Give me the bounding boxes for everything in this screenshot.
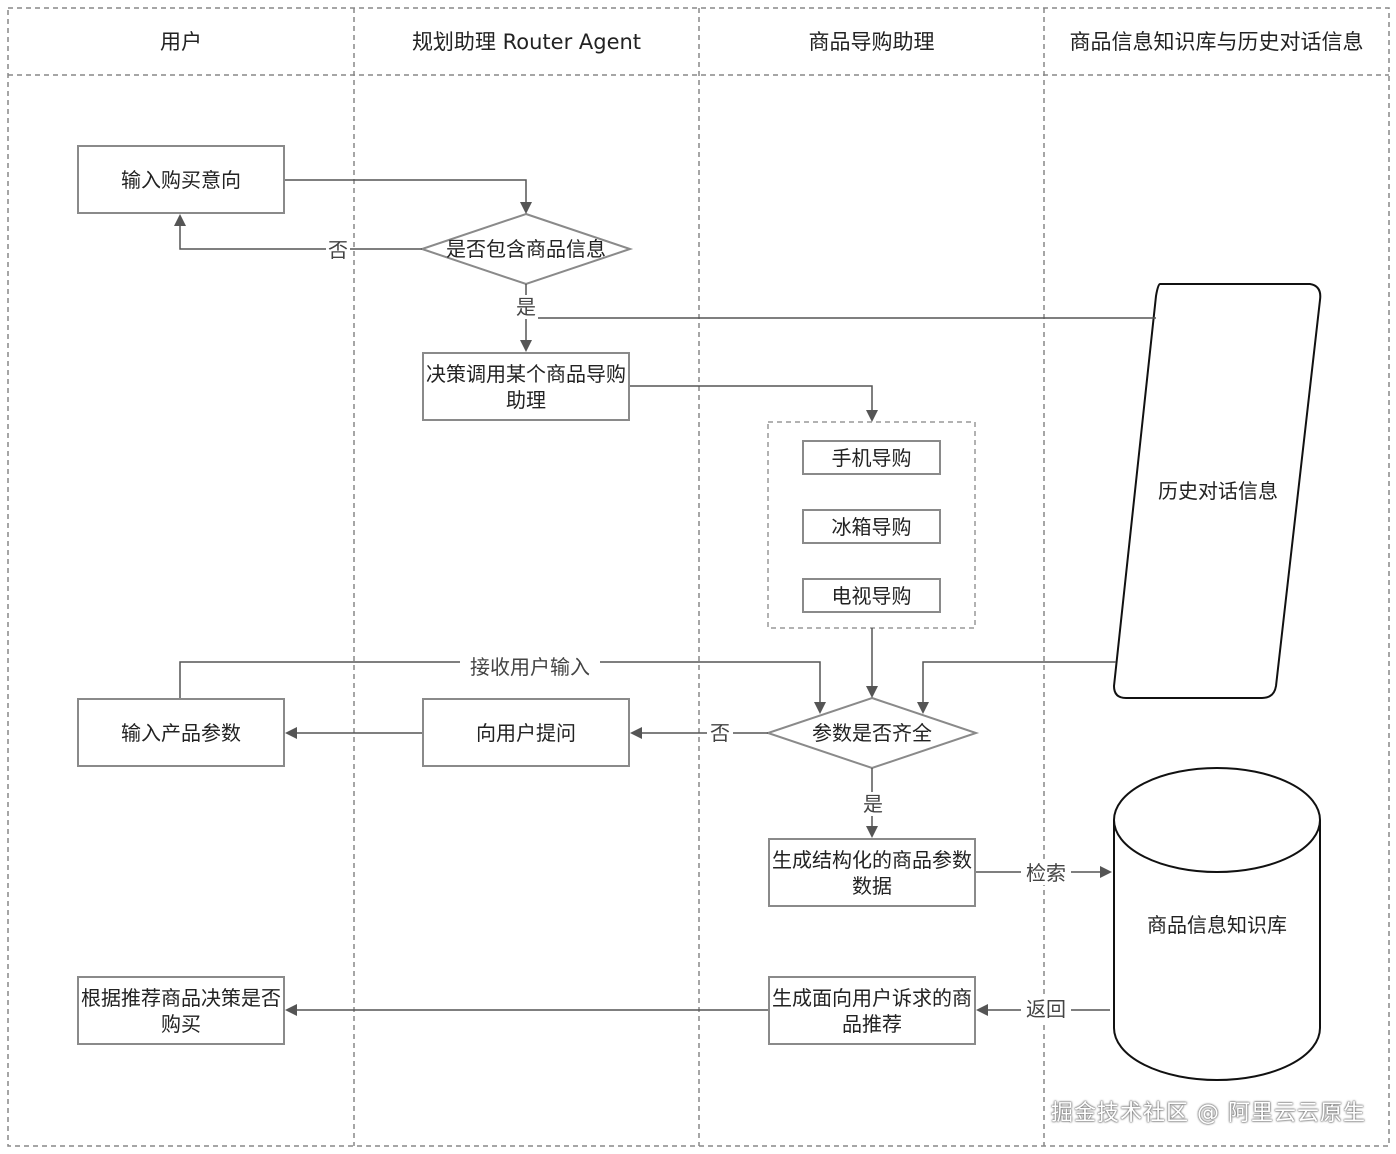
node-ask-user: 向用户提问	[422, 698, 630, 767]
node-generate-structured-params: 生成结构化的商品参数数据	[768, 838, 976, 907]
label-history-info: 历史对话信息	[1158, 479, 1278, 503]
history-info-shape	[1112, 283, 1322, 699]
edge-label-no-2: 否	[707, 721, 733, 745]
edges	[174, 179, 1156, 1016]
label-params-complete: 参数是否齐全	[812, 721, 932, 745]
edge-label-retrieve: 检索	[1021, 861, 1071, 885]
node-decide-assistant: 决策调用某个商品导购助理	[422, 352, 630, 421]
edge-label-no-1: 否	[326, 238, 350, 262]
knowledge-base-shape	[1113, 767, 1321, 1081]
node-input-intent: 输入购买意向	[77, 145, 285, 214]
node-input-params: 输入产品参数	[77, 698, 285, 767]
label-knowledge-base: 商品信息知识库	[1147, 913, 1287, 937]
watermark: 掘金技术社区 @ 阿里云云原生	[1051, 1101, 1366, 1126]
node-tv-guide: 电视导购	[802, 578, 941, 613]
lane-title-router-agent: 规划助理 Router Agent	[411, 30, 642, 54]
node-generate-recommendation: 生成面向用户诉求的商品推荐	[768, 976, 976, 1045]
lane-title-user: 用户	[160, 30, 202, 54]
node-fridge-guide: 冰箱导购	[802, 509, 941, 544]
edge-label-receive-input: 接收用户输入	[460, 655, 600, 679]
lane-title-knowledge-history: 商品信息知识库与历史对话信息	[1069, 30, 1364, 54]
edge-label-yes-2: 是	[861, 792, 885, 816]
edge-label-return: 返回	[1021, 997, 1071, 1021]
swimlane-frame	[7, 7, 1390, 1147]
lane-title-shopping-assistant: 商品导购助理	[808, 30, 935, 54]
node-final-decision: 根据推荐商品决策是否购买	[77, 976, 285, 1045]
edge-label-yes-1: 是	[514, 295, 538, 319]
node-phone-guide: 手机导购	[802, 440, 941, 475]
label-has-product-info: 是否包含商品信息	[446, 237, 606, 261]
